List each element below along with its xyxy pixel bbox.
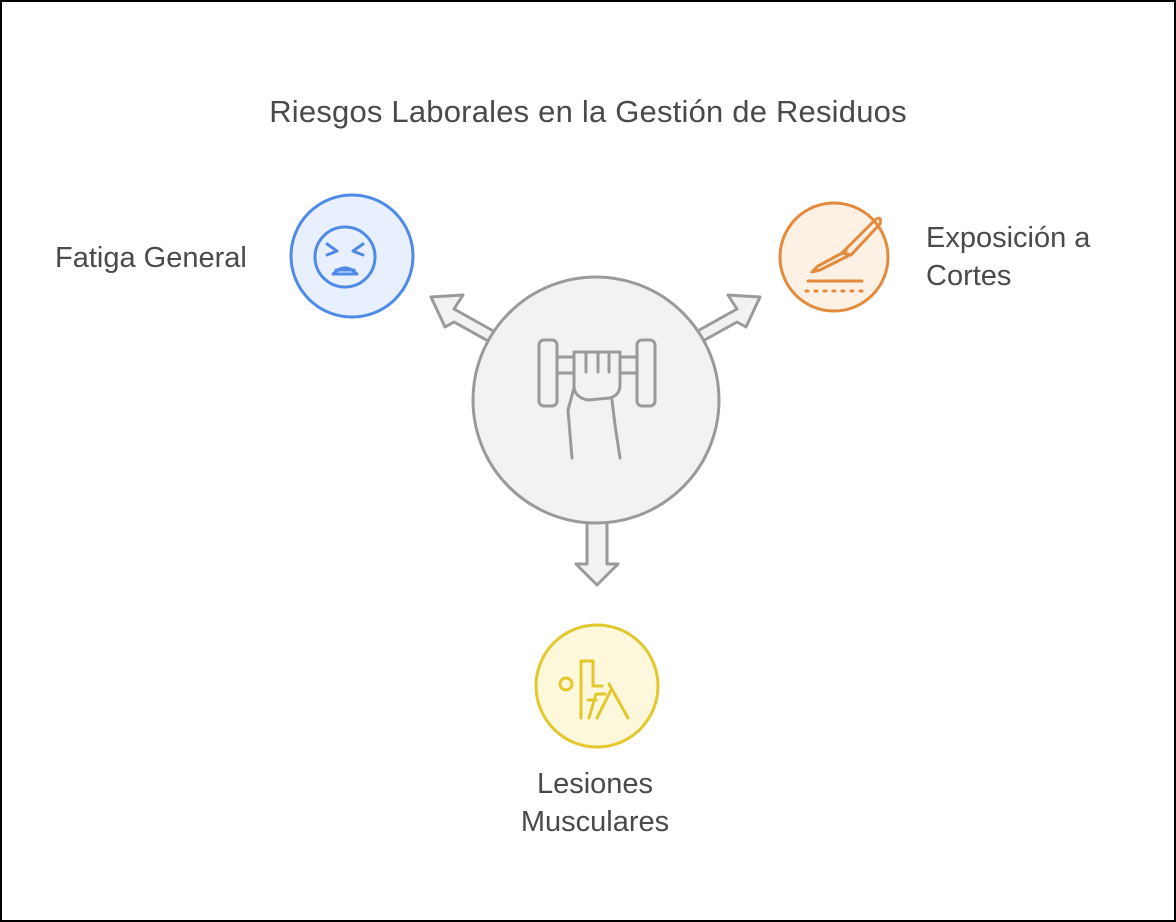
dumbbell-fist-icon xyxy=(537,338,657,460)
tired-face-icon xyxy=(313,225,377,289)
arrow-to-fatiga xyxy=(429,293,499,344)
lesiones-label-line2: Musculares xyxy=(520,806,670,838)
cortes-label-line2: Cortes xyxy=(926,260,1012,292)
lesiones-label-line1: Lesiones xyxy=(536,768,654,800)
fatiga-node xyxy=(289,193,415,319)
stretching-person-icon xyxy=(558,659,630,720)
lesiones-label: Lesiones Musculares xyxy=(470,765,720,841)
diagram-title: Riesgos Laborales en la Gestión de Resid… xyxy=(269,94,907,129)
cortes-label: Exposición a Cortes xyxy=(926,219,1090,295)
arrow-to-cortes xyxy=(692,293,762,344)
knife-cut-icon xyxy=(804,216,882,293)
fatiga-label: Fatiga General xyxy=(55,242,247,274)
cortes-label-line1: Exposición a xyxy=(926,222,1091,254)
